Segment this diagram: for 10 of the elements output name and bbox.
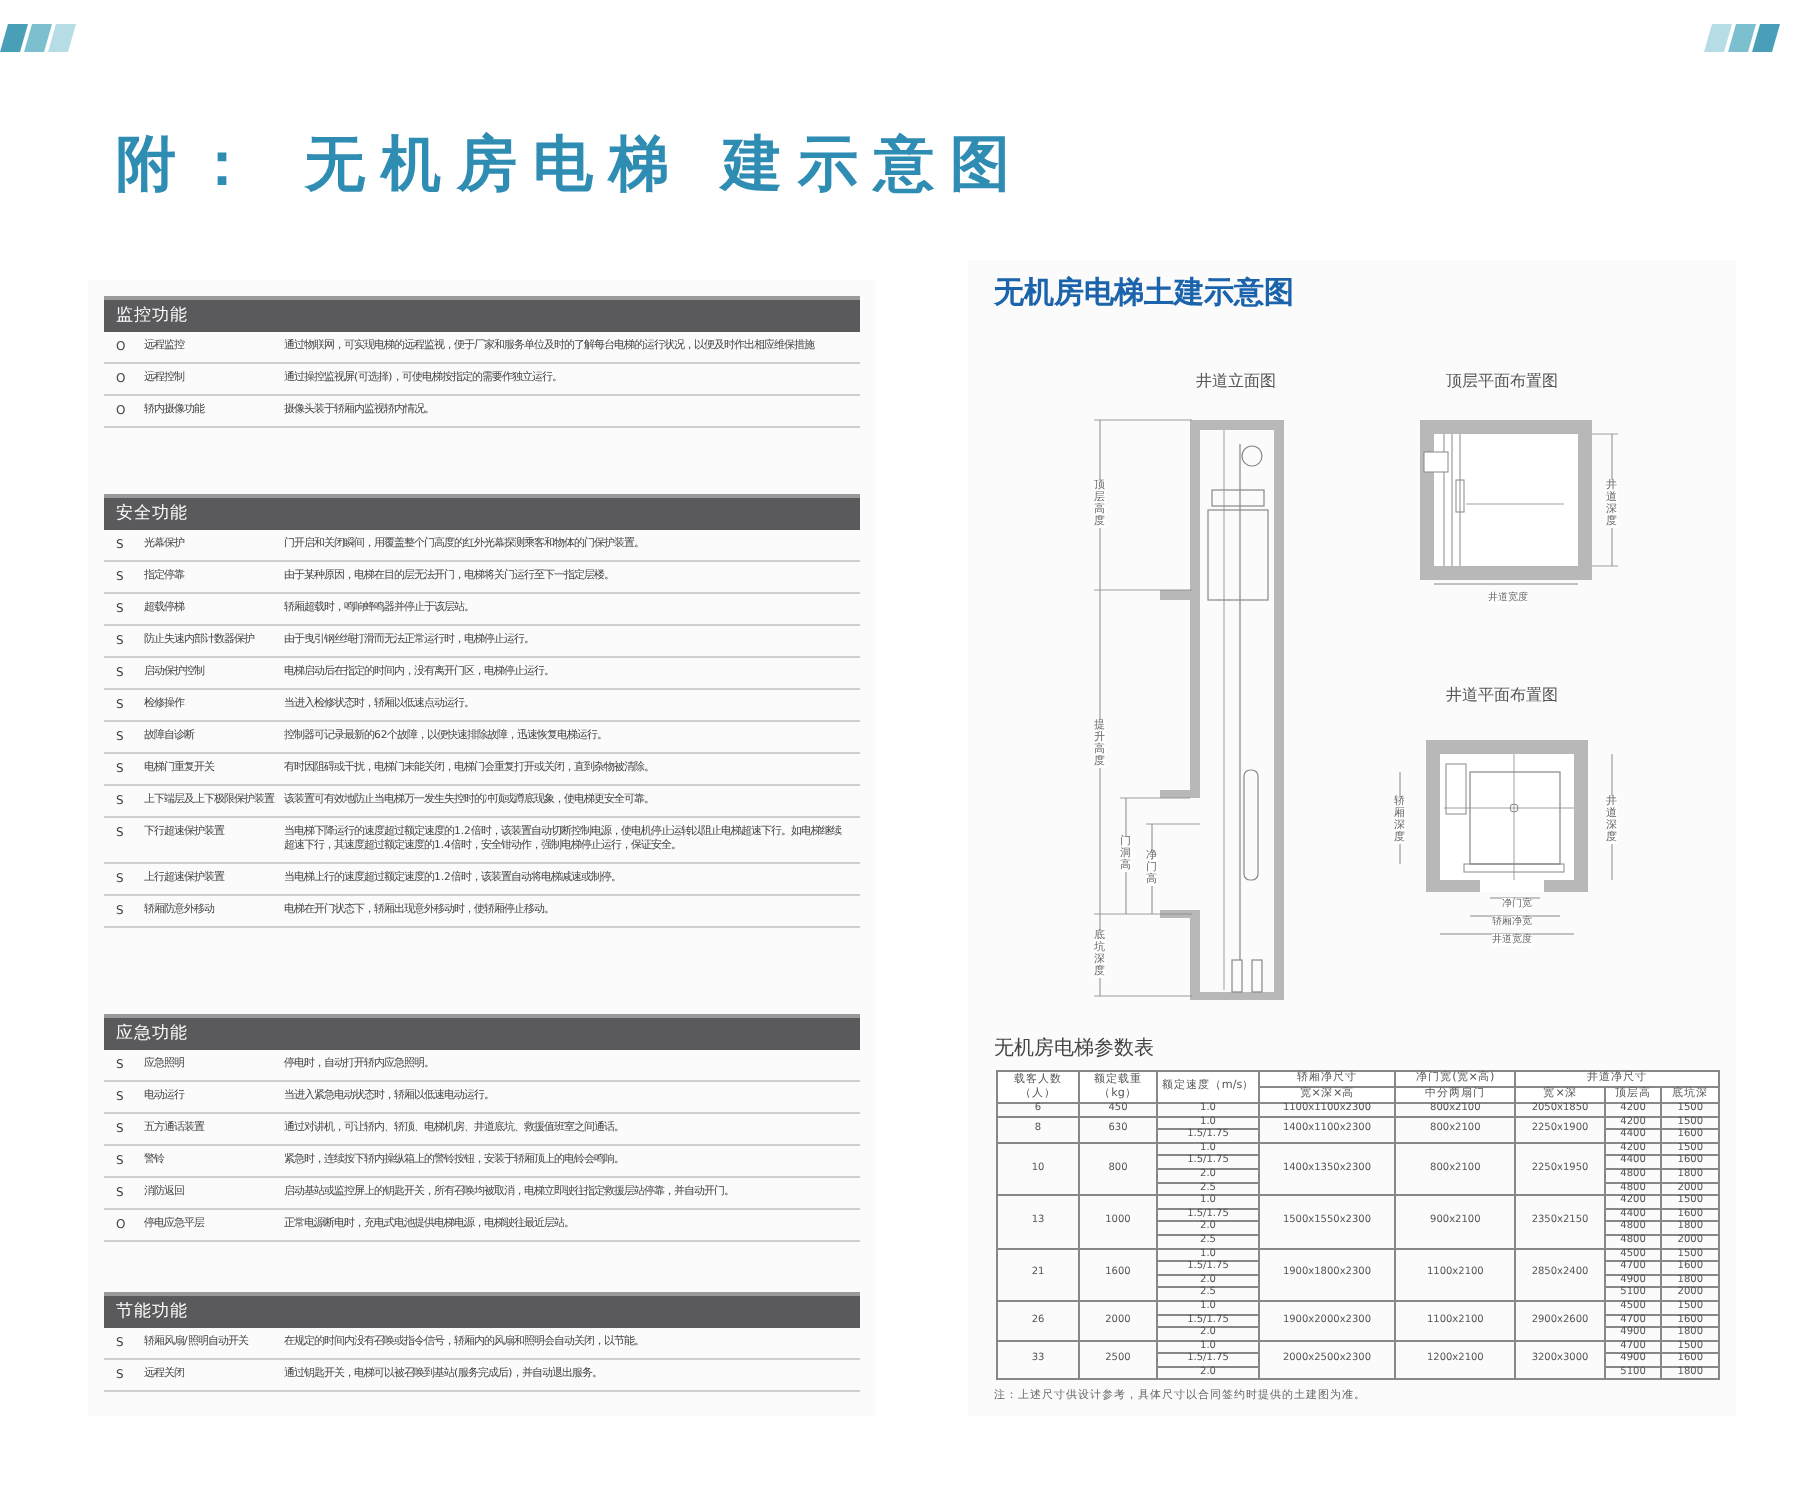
- table-title: 无机房电梯参数表: [994, 1035, 1154, 1062]
- section-heading: 应急功能: [104, 1014, 860, 1050]
- drawing-title: 井道立面图: [1196, 370, 1276, 392]
- page-title: 附： 无机房电梯 建示意图: [116, 128, 1026, 204]
- section-heading: 节能功能: [104, 1292, 860, 1328]
- section-title: 无机房电梯土建示意图: [994, 274, 1294, 312]
- section-heading: 安全功能: [104, 494, 860, 530]
- drawing-title: 井道平面布置图: [1446, 684, 1558, 706]
- drawing-title: 顶层平面布置图: [1446, 370, 1558, 392]
- section-heading: 监控功能: [104, 296, 860, 332]
